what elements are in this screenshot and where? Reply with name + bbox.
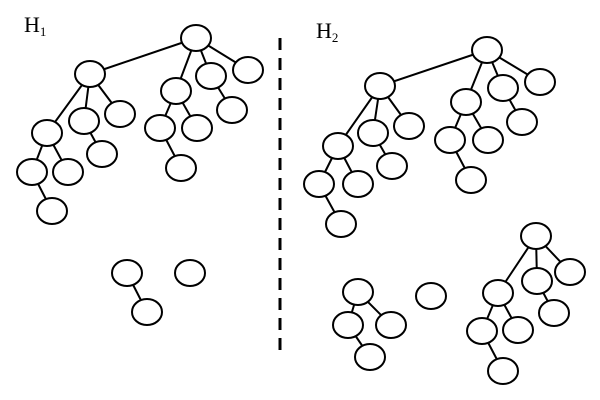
h2-node (524, 68, 556, 96)
h1-node (216, 96, 248, 124)
h1-node (180, 24, 212, 52)
h1-node (52, 158, 84, 186)
h2-node (342, 170, 374, 198)
h2-node (332, 311, 364, 339)
h2-edge (379, 49, 488, 87)
h1-node (104, 100, 136, 128)
h2-node (303, 170, 335, 198)
h2-node (520, 222, 552, 250)
h2-node (487, 357, 519, 385)
h1-node (144, 114, 176, 142)
h1-node (232, 56, 264, 84)
panel-label-h1-main: H (24, 12, 40, 37)
h1-node (31, 119, 63, 147)
h2-node (471, 36, 503, 64)
h2-node (354, 343, 386, 371)
h2-node (466, 317, 498, 345)
h2-node (322, 132, 354, 160)
h2-node (434, 126, 466, 154)
h2-node (415, 282, 447, 310)
h1-node (74, 60, 106, 88)
h2-node (521, 267, 553, 295)
h2-node (342, 278, 374, 306)
h2-node (554, 258, 586, 286)
h2-node (506, 108, 538, 136)
h2-node (450, 88, 482, 116)
h1-node (86, 140, 118, 168)
h2-node (325, 210, 357, 238)
h2-node (364, 72, 396, 100)
h2-node (487, 74, 519, 102)
h2-node (502, 316, 534, 344)
h1-node (16, 158, 48, 186)
h1-node (174, 259, 206, 287)
h1-node (111, 259, 143, 287)
h1-node (181, 114, 213, 142)
h1-node (68, 107, 100, 135)
panel-label-h1: H1 (24, 12, 46, 39)
h1-node (36, 197, 68, 225)
h2-node (482, 279, 514, 307)
panel-label-h2-main: H (316, 18, 332, 43)
h1-node (131, 298, 163, 326)
panel-label-h2: H2 (316, 18, 338, 45)
h1-edge (89, 37, 197, 75)
h1-node (165, 154, 197, 182)
h2-node (375, 311, 407, 339)
h1-node (160, 77, 192, 105)
h2-node (376, 152, 408, 180)
h2-node (455, 166, 487, 194)
h2-node (357, 119, 389, 147)
h2-node (393, 112, 425, 140)
node-layer (16, 24, 586, 385)
h2-node (538, 299, 570, 327)
panel-label-h2-sub: 2 (332, 30, 339, 45)
panel-label-h1-sub: 1 (40, 24, 47, 39)
h1-node (195, 62, 227, 90)
h2-node (472, 126, 504, 154)
